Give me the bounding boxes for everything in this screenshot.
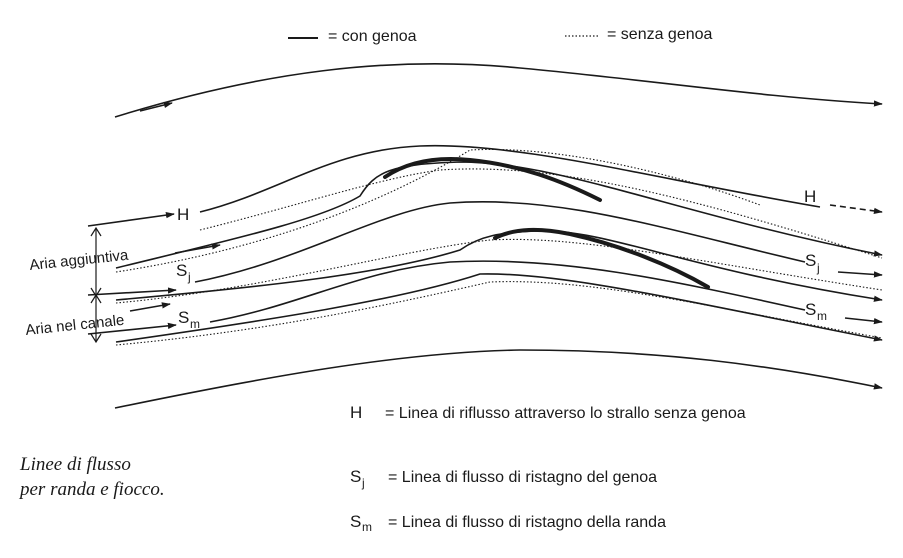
definition-sj-text: = Linea di flusso di ristagno del genoa — [388, 469, 657, 486]
label-aria-nel-canale: Aria nel canale — [25, 312, 125, 339]
legend-dotted-label: = senza genoa — [607, 26, 713, 43]
figure-caption: Linee di flusso per randa e fiocco. — [20, 452, 165, 502]
streamline-solid-6 — [115, 273, 883, 343]
bracket-tick-mid — [90, 287, 102, 304]
definition-sj-subscript: j — [361, 476, 365, 490]
arrow-inflow-4 — [87, 322, 177, 335]
definition-h-text: = Linea di riflusso attraverso lo strall… — [385, 405, 746, 422]
label-sj-right: S — [805, 251, 816, 270]
streamline-solid-4 — [115, 230, 883, 302]
arrow-top-left — [139, 101, 173, 112]
label-sj-left-sub: j — [187, 270, 191, 284]
definition-sm-text: = Linea di flusso di ristagno della rand… — [388, 514, 666, 531]
streamline-dotted-4 — [115, 281, 883, 346]
arrow-inflow-3 — [87, 287, 177, 296]
definition-h-symbol: H — [350, 403, 362, 422]
bracket-tick-bottom — [90, 333, 102, 344]
streamline-top — [114, 62, 883, 118]
label-sm-right: S — [805, 300, 816, 319]
label-sj-left: S — [176, 261, 187, 280]
definition-sm-symbol: S — [350, 512, 361, 531]
label-sm-left: S — [178, 308, 189, 327]
label-h-left: H — [177, 205, 189, 224]
streamline-dotted-1 — [199, 168, 883, 259]
genoa-sail — [383, 156, 602, 202]
streamline-solid-1 — [199, 144, 821, 213]
streamline-dotted-3 — [115, 238, 883, 304]
definition-sj-symbol: S — [350, 467, 361, 486]
legend-solid-label: = con genoa — [328, 28, 417, 45]
label-sm-left-sub: m — [190, 317, 200, 331]
arrow-inflow-h — [87, 211, 175, 227]
streamline-solid-3 — [194, 200, 806, 283]
bracket-tick-top — [90, 226, 102, 237]
caption-line-1: Linee di flusso — [20, 454, 131, 475]
arrow-outflow-sm — [844, 317, 883, 325]
arrow-outflow-sj — [837, 271, 883, 278]
caption-line-2: per randa e fiocco. — [20, 479, 165, 500]
label-sj-right-sub: j — [816, 261, 820, 275]
label-sm-right-sub: m — [817, 309, 827, 323]
mainsail — [493, 227, 710, 289]
streamline-dotted-2 — [115, 148, 761, 273]
label-h-right: H — [804, 187, 816, 206]
streamline-solid-5 — [209, 260, 806, 323]
definition-sm-subscript: m — [362, 520, 372, 534]
label-aria-aggiuntiva: Aria aggiuntiva — [29, 247, 130, 274]
arrow-inflow-2 — [174, 243, 221, 254]
streamline-bottom — [114, 349, 883, 409]
arrow-outflow-h — [829, 204, 883, 215]
arrow-inflow-5 — [129, 302, 171, 312]
